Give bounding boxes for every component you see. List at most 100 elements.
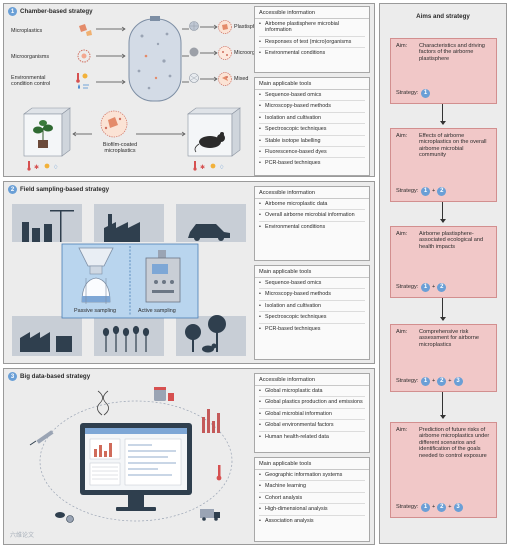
filter-mesh-icon bbox=[189, 73, 199, 83]
truck-icon bbox=[200, 509, 220, 521]
active-sampler-icon bbox=[145, 250, 181, 303]
strategy-badge: 2 bbox=[437, 377, 447, 386]
input-microorganisms-label: Microorganisms bbox=[11, 54, 50, 60]
active-sampling-label: Active sampling bbox=[138, 308, 176, 314]
plus-sign: + bbox=[432, 504, 436, 511]
aim-text: Effects of airborne microplastics on the… bbox=[419, 133, 487, 159]
flow-arrow bbox=[439, 298, 446, 321]
list-item: Overall airborne microbial information bbox=[259, 210, 365, 222]
section-1-title: 1 Chamber-based strategy bbox=[8, 7, 93, 16]
big-data-panel: 3 Big data-based strategy 六维论文 Accessibl… bbox=[3, 368, 375, 545]
svg-text:♢: ♢ bbox=[53, 164, 58, 171]
industrial-buildings-icon bbox=[20, 332, 72, 352]
aim-strategy: Strategy: 1 + 2 + 3 bbox=[396, 377, 463, 386]
strategy-badge: 1 bbox=[421, 283, 430, 292]
input-microplastics-label: Microplastics bbox=[11, 28, 43, 34]
tools-heading: Main applicable tools bbox=[255, 266, 369, 278]
strategy-badge: 3 bbox=[453, 503, 463, 512]
section-3-title: 3 Big data-based strategy bbox=[8, 372, 90, 381]
list-item: High-dimensional analysis bbox=[259, 504, 365, 516]
microorganisms-output-icon bbox=[218, 46, 232, 60]
field-sampling-illustration bbox=[12, 204, 246, 356]
flow-arrow bbox=[439, 202, 446, 223]
aim-strategy: Strategy: 1 + 2 + 3 bbox=[396, 503, 463, 512]
syringe-icon bbox=[29, 430, 54, 446]
section-3-number: 3 bbox=[8, 372, 17, 381]
field-tools-box: Main applicable tools Sequence-based omi… bbox=[254, 265, 370, 360]
list-item: Spectroscopic techniques bbox=[259, 124, 365, 136]
accessible-heading: Accessible information bbox=[255, 374, 369, 386]
flow-arrow bbox=[439, 392, 446, 419]
list-item: Airborne microplastic data bbox=[259, 199, 365, 211]
list-item: Microscopy-based methods bbox=[259, 289, 365, 301]
field-accessible-box: Accessible information Airborne micropla… bbox=[254, 186, 370, 261]
list-item: Isolation and cultivation bbox=[259, 113, 365, 125]
factory-icon bbox=[104, 214, 140, 242]
output-plastisphere-label: Plastisphere bbox=[234, 24, 264, 30]
biofilm-particle-icon bbox=[100, 110, 128, 138]
bigdata-tools-box: Main applicable tools Geographic informa… bbox=[254, 457, 370, 542]
plastisphere-icon bbox=[218, 20, 232, 34]
strategy-key: Strategy: bbox=[396, 378, 419, 385]
mouse-chamber-icon: ✱ ♢ bbox=[187, 107, 241, 171]
passive-sampling-label: Passive sampling bbox=[74, 308, 116, 314]
microplastics-icon bbox=[79, 24, 92, 36]
car-icon bbox=[188, 224, 230, 241]
strategy-key: Strategy: bbox=[396, 188, 419, 195]
aim-key: Aim: bbox=[396, 133, 408, 139]
strategy-badge: 2 bbox=[437, 187, 447, 196]
aim-box-3: Aim:Airborne plastisphere-associated eco… bbox=[390, 226, 497, 298]
list-item: Sequence-based omics bbox=[259, 278, 365, 290]
bar-chart-icon bbox=[202, 409, 220, 433]
list-item: Microscopy-based methods bbox=[259, 101, 365, 113]
aims-panel: Aims and strategy Aim:Characteristics an… bbox=[379, 3, 507, 544]
list-item: PCR-based techniques bbox=[259, 324, 365, 334]
watermark: 六维论文 bbox=[10, 533, 35, 539]
plus-sign: + bbox=[432, 378, 436, 385]
exposure-experiment-illustration: ✱ ♢ ✱ ♢ bbox=[23, 107, 241, 171]
aim-key: Aim: bbox=[396, 231, 408, 237]
aim-strategy: Strategy: 1 + 2 bbox=[396, 283, 447, 292]
list-item: Global environmental factors bbox=[259, 420, 365, 432]
list-item: PCR-based techniques bbox=[259, 158, 365, 168]
accessible-heading: Accessible information bbox=[255, 7, 369, 19]
field-sampling-panel: 2 Field sampling-based strategy bbox=[3, 181, 375, 364]
aim-text: Comprehensive risk assessment for airbor… bbox=[419, 329, 480, 348]
list-item: Environmental conditions bbox=[259, 222, 365, 232]
plant-chamber-icon: ✱ ♢ bbox=[23, 107, 71, 171]
section-2-number: 2 bbox=[8, 185, 17, 194]
mixed-output-icon bbox=[218, 72, 232, 86]
list-item: Global microplastic data bbox=[259, 386, 365, 398]
strategy-badge: 1 bbox=[421, 377, 430, 386]
chamber-illustration bbox=[76, 16, 232, 102]
thermometer-icon bbox=[76, 73, 80, 83]
aim-key: Aim: bbox=[396, 329, 408, 335]
plus-sign: + bbox=[432, 284, 436, 291]
aim-strategy: Strategy: 1 + 2 bbox=[396, 187, 447, 196]
list-item: Machine learning bbox=[259, 481, 365, 493]
aim-text: Characteristics and driving factors of t… bbox=[419, 43, 485, 62]
plus-sign: + bbox=[448, 378, 452, 385]
chamber-accessible-box: Accessible information Airborne plastisp… bbox=[254, 6, 370, 73]
strategy-badge: 2 bbox=[437, 283, 447, 292]
plus-sign: + bbox=[432, 188, 436, 195]
list-item: Cohort analysis bbox=[259, 493, 365, 505]
list-item: Global microbial information bbox=[259, 409, 365, 421]
filter-grid-icon bbox=[189, 21, 199, 31]
pills-icon bbox=[55, 512, 74, 523]
svg-text:♢: ♢ bbox=[219, 164, 224, 171]
list-item: Airborne plastisphere microbial informat… bbox=[259, 19, 365, 37]
thermometer-icon bbox=[216, 465, 222, 481]
filter-solid-icon bbox=[189, 47, 199, 57]
strategy-badge: 1 bbox=[421, 187, 430, 196]
strategy-badge: 1 bbox=[421, 503, 430, 512]
section-2-title: 2 Field sampling-based strategy bbox=[8, 185, 109, 194]
aim-box-4: Aim: Comprehensive risk assessment for ai… bbox=[390, 324, 497, 392]
input-environment-label: Environmental condition control bbox=[11, 75, 51, 88]
bigdata-accessible-box: Accessible information Global microplast… bbox=[254, 373, 370, 453]
wind-icon bbox=[83, 84, 89, 89]
svg-text:✱: ✱ bbox=[34, 164, 39, 171]
aim-strategy: Strategy: 1 bbox=[396, 89, 430, 98]
chamber-tools-box: Main applicable tools Sequence-based omi… bbox=[254, 77, 370, 176]
strategy-badge: 2 bbox=[437, 503, 447, 512]
